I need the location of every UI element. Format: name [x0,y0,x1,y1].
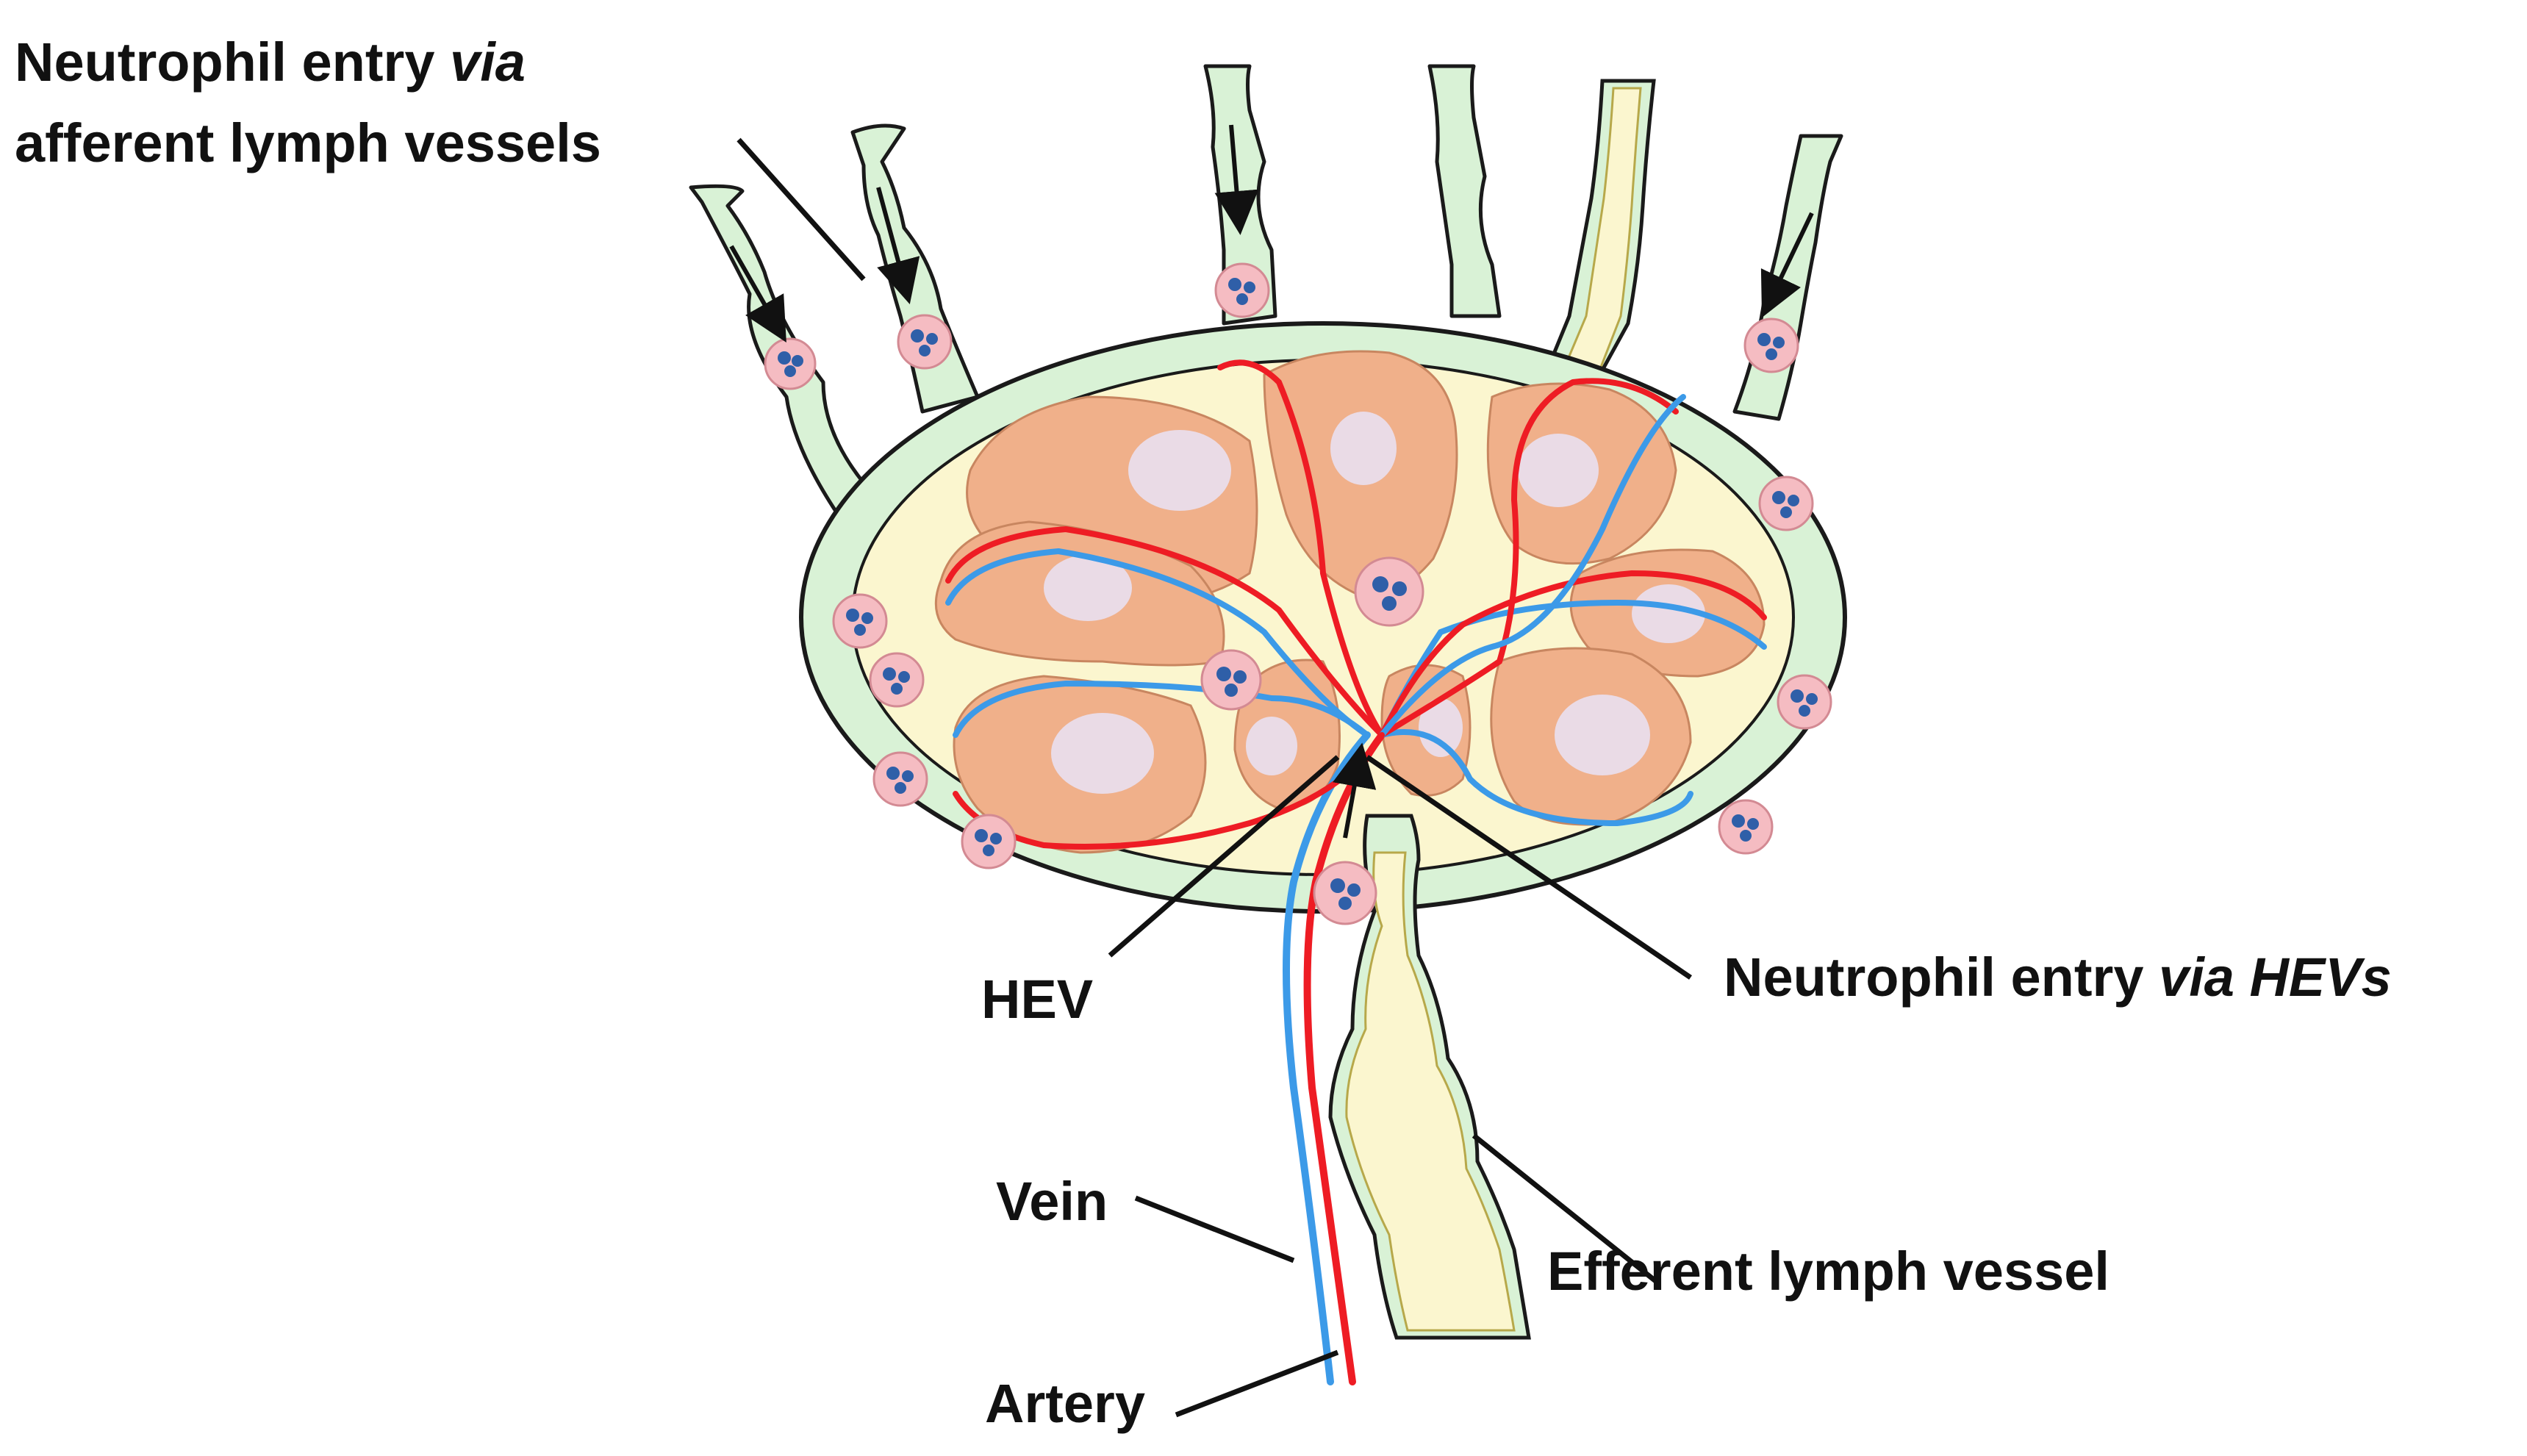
neutrophil-cell-4 [1743,318,1799,373]
neutrophil-cell-5 [1758,476,1814,531]
neutrophil-cell-2 [897,314,953,370]
flow-arrow-3 [1214,124,1259,235]
neutrophil-cell-13 [1200,649,1262,711]
blood-vessels [945,359,1767,1385]
afferent-label-line1: Neutrophil entry via [15,32,526,93]
vein-label: Vein [996,1171,1108,1232]
flow-arrow-1 [729,245,786,343]
germinal-center-6 [1632,584,1705,643]
germinal-center-5 [1518,434,1599,507]
flow-arrow-4 [1760,212,1814,318]
afferent-vessel-4 [1427,64,1502,318]
afferent-vessel-5 [1732,134,1843,421]
germinal-center-8 [1246,717,1297,775]
germinal-center-9 [1419,698,1463,757]
neutrophil-cell-12 [1354,556,1424,627]
neutrophil-cell-9 [869,652,925,708]
neutrophil-cell-11 [961,814,1017,869]
germinal-centers [1044,412,1705,794]
neutrophil-cell-10 [872,751,928,807]
germinal-center-1 [1128,430,1231,511]
upper-lymph-chain [1533,79,1656,399]
germinal-center-2 [1044,555,1132,621]
hev-label: HEV [981,969,1093,1030]
afferent-vessel-2 [850,123,980,414]
neutrophil-cell-3 [1214,262,1270,318]
germinal-center-3 [1051,713,1154,794]
afferent-label-line2: afferent lymph vessels [15,112,601,173]
neutrophil-cell-1 [764,337,817,390]
hev-entry-label: Neutrophil entry via HEVs [1724,947,2392,1008]
pointer-lines [736,137,1692,1418]
flow-arrows [729,124,1814,839]
neutrophil-cell-14 [1313,861,1377,925]
neutrophil-cell-7 [1718,799,1774,855]
efferent-label: Efferent lymph vessel [1547,1241,2110,1302]
neutrophils [764,262,1832,925]
germinal-center-7 [1555,695,1650,775]
neutrophil-cell-8 [832,593,888,649]
artery-label: Artery [985,1373,1145,1434]
neutrophil-cell-6 [1777,674,1832,730]
artery-trunk [1303,731,1386,1385]
efferent-lymph-vessel [1328,814,1531,1340]
vein-trunk [1283,731,1371,1385]
germinal-center-4 [1330,412,1397,485]
flow-arrow-5 [1333,742,1377,839]
flow-arrow-2 [876,187,920,304]
